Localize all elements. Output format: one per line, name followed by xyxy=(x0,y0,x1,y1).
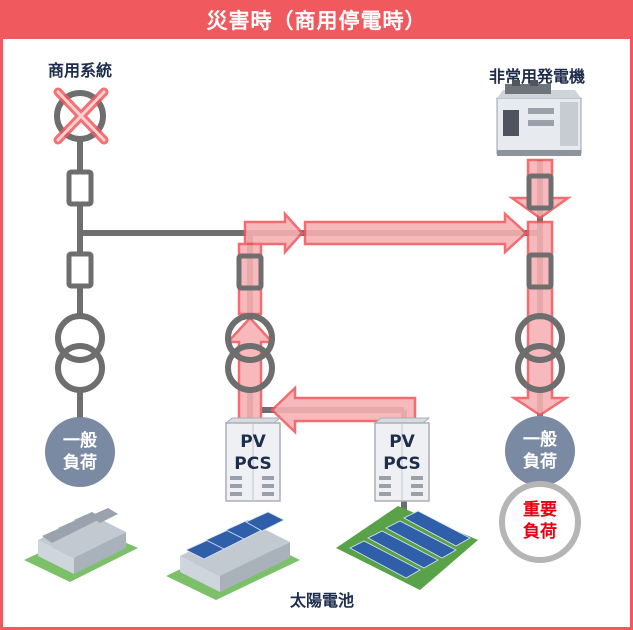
general-load-left-line1: 一般 xyxy=(63,430,97,451)
breaker-gen-1 xyxy=(526,173,554,211)
commercial-grid-label: 商用系統 xyxy=(48,61,112,80)
pv-pcs-left-line1: PV xyxy=(240,432,266,452)
breaker-grid-1 xyxy=(66,169,94,207)
breaker-gen-2 xyxy=(526,252,554,290)
general-load-right: 一般 負荷 xyxy=(505,416,575,486)
breaker-grid-2 xyxy=(66,251,94,289)
pv-pcs-right-line1: PV xyxy=(389,432,415,452)
important-load-line2: 負荷 xyxy=(523,521,557,542)
solar-panel-field xyxy=(336,506,478,590)
important-load-line1: 重要 xyxy=(523,499,557,520)
pv-pcs-right: PV PCS xyxy=(373,417,431,502)
flow-arrow-pv-up xyxy=(225,316,275,427)
flow-bar-right-vertical xyxy=(526,220,554,394)
transformers xyxy=(55,313,565,393)
factory-building-left xyxy=(24,508,138,582)
power-flow xyxy=(225,158,572,435)
transformer-pv xyxy=(225,313,275,393)
pv-pcs-right-line2: PCS xyxy=(383,454,421,474)
transformer-left xyxy=(55,313,105,393)
flow-arrow-to-load xyxy=(509,388,571,417)
pv-pcs-left-line2: PCS xyxy=(234,454,272,474)
solar-label: 太陽電池 xyxy=(289,591,354,610)
flow-arrow-generator-down xyxy=(508,158,572,220)
generator-icon xyxy=(496,80,582,156)
flow-arrow-bus-2 xyxy=(303,211,528,255)
general-load-left-line2: 負荷 xyxy=(63,452,97,473)
title-bar: 災害時（商用停電時） xyxy=(3,3,630,39)
breakers xyxy=(66,169,554,291)
general-load-right-line2: 負荷 xyxy=(523,451,557,472)
pv-pcs-left: PV PCS xyxy=(224,417,282,502)
transformer-right xyxy=(515,313,565,393)
general-load-left: 一般 負荷 xyxy=(45,417,115,487)
important-load: 重要 負荷 xyxy=(499,481,581,563)
wiring xyxy=(77,140,543,530)
factory-building-solar-roof xyxy=(166,511,300,600)
general-load-right-line1: 一般 xyxy=(523,429,557,450)
breaker-pv xyxy=(236,253,264,291)
commercial-grid-symbol xyxy=(53,87,109,145)
